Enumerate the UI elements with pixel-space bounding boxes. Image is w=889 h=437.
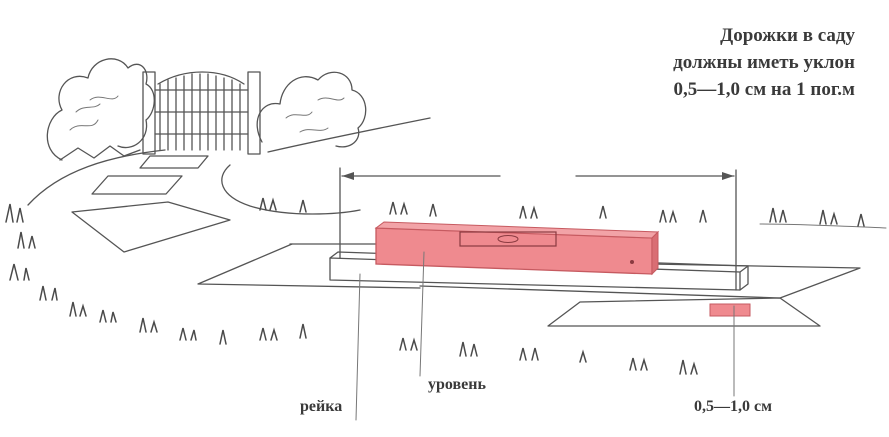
garden-gate	[142, 71, 261, 155]
diagram-caption: Дорожки в саду должны иметь уклон 0,5—1,…	[673, 22, 855, 103]
slope-gap-marker	[709, 303, 751, 317]
right-bush	[256, 71, 367, 148]
path-borders	[27, 117, 887, 229]
left-bush	[46, 58, 155, 161]
length-dimension	[339, 167, 737, 291]
caption-line-1: Дорожки в саду	[720, 25, 855, 46]
leader-lines	[355, 251, 735, 421]
slope-label: 0,5—1,0 см	[694, 398, 772, 415]
grass-tufts	[5, 197, 865, 375]
spirit-level	[374, 221, 660, 276]
rail-label: рейка	[300, 398, 343, 415]
caption-line-2: должны иметь уклон	[673, 52, 855, 73]
caption-line-3: 0,5—1,0 см на 1 пог.м	[673, 79, 855, 100]
stepping-stones	[71, 155, 231, 253]
level-label: уровень	[428, 376, 486, 393]
